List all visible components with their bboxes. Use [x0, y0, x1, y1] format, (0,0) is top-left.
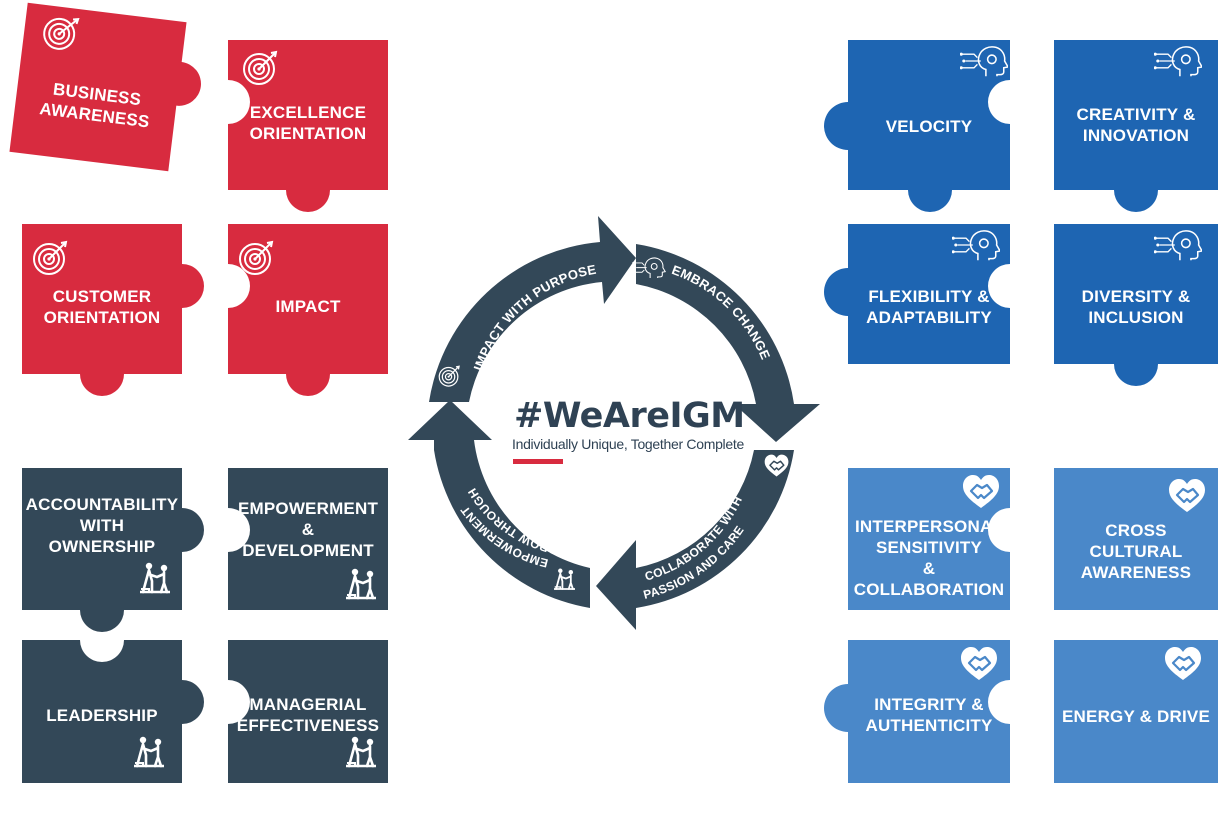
- piece-label: CROSS CULTURAL AWARENESS: [1054, 520, 1218, 583]
- piece-label-line: EMPOWERMENT: [237, 499, 379, 518]
- piece-label-line: INNOVATION: [1082, 126, 1190, 145]
- piece-label: VELOCITY: [848, 116, 1010, 137]
- piece-label-line: INCLUSION: [1088, 308, 1184, 327]
- piece-label-line: MANAGERIAL: [249, 695, 367, 714]
- puzzle-shape: [1054, 40, 1218, 212]
- cycle-arrow-collaborate: [596, 450, 794, 630]
- puzzle-piece-cross-cultural: CROSS CULTURAL AWARENESS: [1054, 468, 1218, 610]
- brand-title: #WeAreIGM: [514, 396, 745, 436]
- piece-label: EMPOWERMENT & DEVELOPMENT: [228, 498, 388, 561]
- piece-label-line: DEVELOPMENT: [242, 541, 374, 560]
- puzzle-piece-interpersonal-sensitivity: INTERPERSONAL SENSITIVITY & COLLABORATIO…: [848, 468, 1010, 610]
- piece-label-line: ADAPTABILITY: [866, 308, 992, 327]
- puzzle-piece-business-awareness: BUSINESS AWARENESS: [9, 2, 209, 174]
- piece-label: MANAGERIAL EFFECTIVENESS: [228, 694, 388, 736]
- heart-handshake-icon: [1164, 646, 1202, 682]
- puzzle-shape: [22, 640, 204, 783]
- piece-label: INTEGRITY & AUTHENTICITY: [848, 694, 1010, 736]
- puzzle-piece-integrity-authenticity: INTEGRITY & AUTHENTICITY: [824, 640, 1010, 783]
- piece-label: IMPACT: [228, 296, 388, 317]
- mentoring-icon: [134, 736, 166, 768]
- piece-label-line: EXCELLENCE: [249, 103, 367, 122]
- piece-label: CUSTOMER ORIENTATION: [22, 286, 182, 328]
- brand-underline: [513, 459, 563, 464]
- piece-label-line: ORIENTATION: [43, 308, 161, 327]
- heart-handshake-icon: [1168, 478, 1206, 514]
- puzzle-piece-diversity-inclusion: DIVERSITY & INCLUSION: [1054, 224, 1218, 386]
- piece-label-line: INTEGRITY &: [874, 695, 984, 714]
- piece-label: ENERGY & DRIVE: [1054, 706, 1218, 727]
- puzzle-piece-velocity: VELOCITY: [824, 40, 1010, 212]
- piece-label-line: IMPACT: [275, 297, 341, 316]
- piece-label-line: CULTURAL: [1089, 542, 1183, 561]
- puzzle-piece-energy-drive: ENERGY & DRIVE: [1054, 640, 1218, 783]
- piece-label-line: &: [922, 559, 936, 578]
- piece-label: ACCOUNTABILITY WITH OWNERSHIP: [22, 494, 182, 557]
- piece-label-line: ENERGY & DRIVE: [1062, 707, 1210, 726]
- piece-label-line: DIVERSITY &: [1081, 287, 1191, 306]
- piece-label-line: ORIENTATION: [249, 124, 367, 143]
- puzzle-piece-accountability: ACCOUNTABILITY WITH OWNERSHIP: [22, 468, 204, 632]
- mentoring-icon: [140, 562, 172, 594]
- puzzle-shape: [848, 468, 1010, 610]
- piece-label-line: INTERPERSONAL: [854, 517, 1004, 536]
- target-icon: [33, 241, 67, 275]
- puzzle-piece-flexibility-adaptability: FLEXIBILITY & ADAPTABILITY: [824, 224, 1010, 364]
- puzzle-shape: [228, 468, 388, 610]
- puzzle-piece-leadership: LEADERSHIP: [22, 640, 204, 783]
- puzzle-shape: [1054, 224, 1218, 386]
- piece-label-line: SENSITIVITY: [875, 538, 983, 557]
- piece-label-line: CROSS: [1105, 521, 1167, 540]
- piece-label: INTERPERSONAL SENSITIVITY & COLLABORATIO…: [848, 516, 1010, 600]
- piece-label-line: WITH: [79, 516, 125, 535]
- piece-label-line: CREATIVITY &: [1076, 105, 1196, 124]
- cycle-arrow-grow: [408, 400, 590, 608]
- ai-head-icon: [1154, 230, 1202, 262]
- cycle-arrow-impact: [429, 216, 636, 402]
- puzzle-piece-creativity-innovation: CREATIVITY & INNOVATION: [1054, 40, 1218, 212]
- puzzle-shape: [228, 640, 388, 783]
- piece-label-line: COLLABORATION: [853, 580, 1005, 599]
- piece-label-line: AWARENESS: [1080, 563, 1192, 582]
- puzzle-piece-customer-orientation: CUSTOMER ORIENTATION: [22, 224, 204, 396]
- puzzle-shape: [824, 640, 1010, 783]
- piece-label: LEADERSHIP: [22, 705, 182, 726]
- piece-label-line: VELOCITY: [885, 117, 973, 136]
- piece-label: CREATIVITY & INNOVATION: [1054, 104, 1218, 146]
- ai-head-icon: [952, 230, 1000, 262]
- piece-label-line: FLEXIBILITY &: [868, 287, 990, 306]
- puzzle-piece-impact: IMPACT: [228, 224, 388, 396]
- cycle-arrows: IMPACT WITH PURPOSE EMBRACE CHANGE COLLA…: [408, 216, 820, 630]
- cycle-diagram: IMPACT WITH PURPOSE EMBRACE CHANGE COLLA…: [400, 210, 830, 640]
- heart-handshake-icon: [960, 646, 998, 682]
- piece-label: FLEXIBILITY & ADAPTABILITY: [848, 286, 1010, 328]
- target-icon: [239, 241, 273, 275]
- piece-label-line: CUSTOMER: [52, 287, 152, 306]
- cycle-arrow-change: [636, 244, 820, 442]
- piece-label-line: OWNERSHIP: [48, 537, 156, 556]
- puzzle-shape: [824, 40, 1010, 212]
- brand-tagline: Individually Unique, Together Complete: [512, 436, 744, 452]
- ai-head-icon: [960, 46, 1008, 78]
- puzzle-piece-excellence-orientation: EXCELLENCE ORIENTATION: [228, 40, 388, 212]
- piece-label-line: ACCOUNTABILITY: [25, 495, 179, 514]
- puzzle-shape: [824, 224, 1010, 364]
- puzzle-piece-managerial-effectiveness: MANAGERIAL EFFECTIVENESS: [228, 640, 388, 783]
- ai-head-icon: [1154, 46, 1202, 78]
- piece-label: DIVERSITY & INCLUSION: [1054, 286, 1218, 328]
- puzzle-shape: [1054, 640, 1218, 783]
- piece-label-line: EFFECTIVENESS: [236, 716, 380, 735]
- piece-label-line: LEADERSHIP: [46, 706, 158, 725]
- piece-label-line: AUTHENTICITY: [865, 716, 993, 735]
- piece-label-line: &: [301, 520, 315, 539]
- piece-label: EXCELLENCE ORIENTATION: [228, 102, 388, 144]
- mentoring-icon: [346, 568, 378, 600]
- target-icon: [243, 51, 277, 85]
- target-icon: [41, 14, 80, 52]
- mentoring-icon: [346, 736, 378, 768]
- heart-handshake-icon: [962, 474, 1000, 510]
- puzzle-piece-empowerment-development: EMPOWERMENT & DEVELOPMENT: [228, 468, 388, 610]
- brand-block: #WeAreIGM Individually Unique, Together …: [500, 396, 750, 464]
